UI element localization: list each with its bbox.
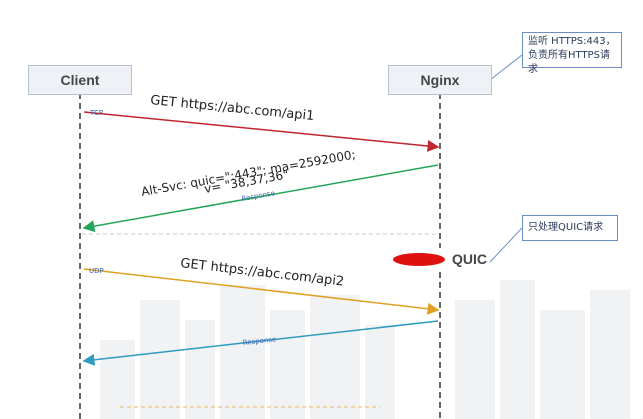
quic-server-label: QUIC: [452, 251, 487, 267]
response-2-label: Response: [242, 335, 276, 347]
request-1-arrow: [83, 111, 440, 152]
note-https-line2: 负责所有HTTPS请求: [528, 50, 610, 75]
udp-label: UDP: [89, 267, 104, 275]
nginx-label: Nginx: [420, 72, 460, 88]
request-1-text: GET https://abc.com/api1: [150, 93, 315, 124]
nginx-box: Nginx: [388, 65, 492, 95]
request-2-arrow: [83, 268, 440, 315]
request-2-text: GET https://abc.com/api2: [180, 256, 345, 290]
response-2-arrow: [82, 320, 439, 366]
note-quic-connector: [489, 227, 523, 263]
note-quic: 只处理QUIC请求: [522, 215, 618, 241]
response-1-label: Response: [241, 189, 276, 203]
client-box: Client: [28, 65, 132, 95]
note-https-connector: [489, 54, 523, 81]
client-label: Client: [60, 72, 100, 88]
response-1-text-line1: Alt-Svc: quic=":443"; ma=2592000;: [140, 147, 357, 199]
tcp-label: TCP: [89, 109, 103, 117]
note-https-line1: 监听 HTTPS:443，: [528, 36, 616, 47]
response-1-arrow: [82, 164, 439, 233]
quic-redacted-mark: [393, 253, 445, 266]
background-skyline: [100, 280, 630, 419]
note-https: 监听 HTTPS:443， 负责所有HTTPS请求: [522, 32, 622, 75]
note-quic-text: 只处理QUIC请求: [528, 222, 604, 233]
